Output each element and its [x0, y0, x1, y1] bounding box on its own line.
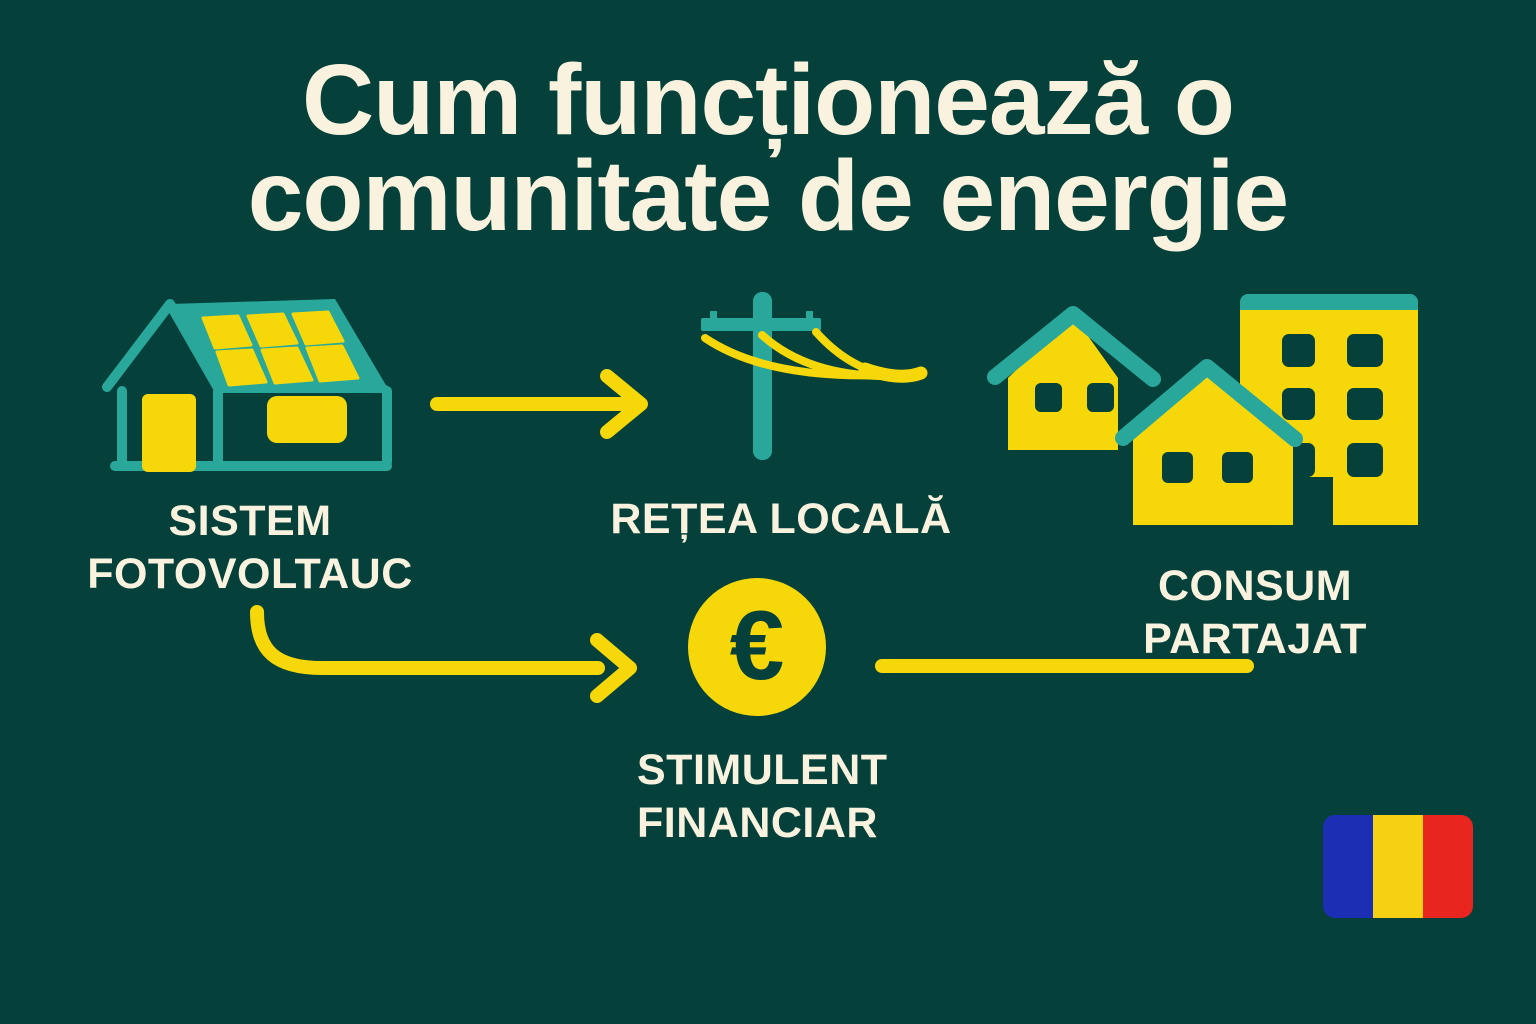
houses-buildings-icon [987, 294, 1418, 525]
euro-coin-icon: € [688, 578, 826, 716]
house-door [142, 394, 196, 472]
label-local-grid: REȚEA LOCALĂ [610, 495, 952, 543]
house-window [267, 396, 347, 443]
solar-house-icon [102, 299, 392, 472]
power-wires [701, 328, 928, 383]
romania-flag-icon [1323, 815, 1473, 918]
page-title: Cum funcționează o comunitate de energie [0, 44, 1536, 252]
page-title-line1: Cum funcționează o [301, 44, 1235, 156]
flag-stripe-yellow [1373, 815, 1423, 918]
flag-stripe-blue [1323, 815, 1373, 918]
page-title-line2: comunitate de energie [247, 140, 1289, 252]
label-shared-consumption: CONSUM PARTAJAT [1143, 562, 1367, 663]
curved-arrow-icon [250, 605, 637, 703]
solar-panels [201, 310, 360, 387]
label-financial-incentive: STIMULENT FINANCIAR [637, 746, 888, 847]
euro-symbol: € [729, 590, 785, 700]
flag-stripe-red [1423, 815, 1473, 918]
power-pole-icon [701, 292, 928, 460]
label-solar-system: SISTEM FOTOVOLTAUC [87, 497, 413, 598]
arrow-right-icon [430, 369, 648, 439]
